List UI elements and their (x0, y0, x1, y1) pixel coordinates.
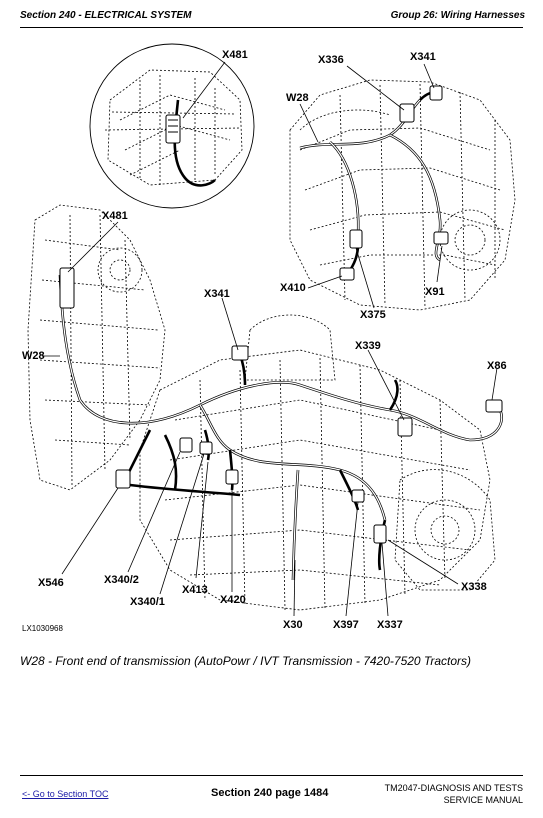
manual-title: TM2047-DIAGNOSIS AND TESTS (384, 783, 523, 793)
label-x86: X86 (487, 360, 507, 372)
inset-detail-x481 (89, 43, 255, 209)
label-x339: X339 (355, 340, 381, 352)
label-x546: X546 (38, 577, 64, 589)
label-x375: X375 (360, 309, 386, 321)
label-w28-left: W28 (22, 350, 45, 362)
group-header: Group 26: Wiring Harnesses (390, 10, 525, 21)
label-x420: X420 (220, 594, 246, 606)
label-x413: X413 (182, 584, 208, 596)
label-x340-1: X340/1 (130, 596, 165, 608)
wiring-harness-diagram: X481 X336 X341 W28 X481 X410 X91 X375 X3… (22, 43, 516, 631)
label-x336: X336 (318, 54, 344, 66)
section-header: Section 240 - ELECTRICAL SYSTEM (20, 10, 192, 21)
label-x481-left: X481 (102, 210, 128, 222)
label-x91: X91 (425, 286, 445, 298)
header-rule (20, 27, 523, 28)
label-x481-inset: X481 (222, 49, 248, 61)
label-x397: X397 (333, 619, 359, 631)
label-x341-top: X341 (410, 51, 436, 63)
label-x337: X337 (377, 619, 403, 631)
figure-caption: W28 - Front end of transmission (AutoPow… (20, 654, 472, 668)
label-x340-2: X340/2 (104, 574, 139, 586)
label-x410: X410 (280, 282, 306, 294)
go-to-section-toc-link[interactable]: <- Go to Section TOC (22, 789, 109, 799)
label-x30: X30 (283, 619, 303, 631)
label-x338: X338 (461, 581, 487, 593)
footer-rule (20, 775, 523, 776)
label-x341-mid: X341 (204, 288, 230, 300)
page-indicator: Section 240 page 1484 (211, 787, 329, 799)
figure-id: LX1030968 (22, 624, 63, 633)
label-w28-top: W28 (286, 92, 309, 104)
engine-detail-top-right (289, 63, 516, 311)
manual-subtitle: SERVICE MANUAL (443, 795, 523, 805)
transmission-main-view (27, 204, 503, 617)
